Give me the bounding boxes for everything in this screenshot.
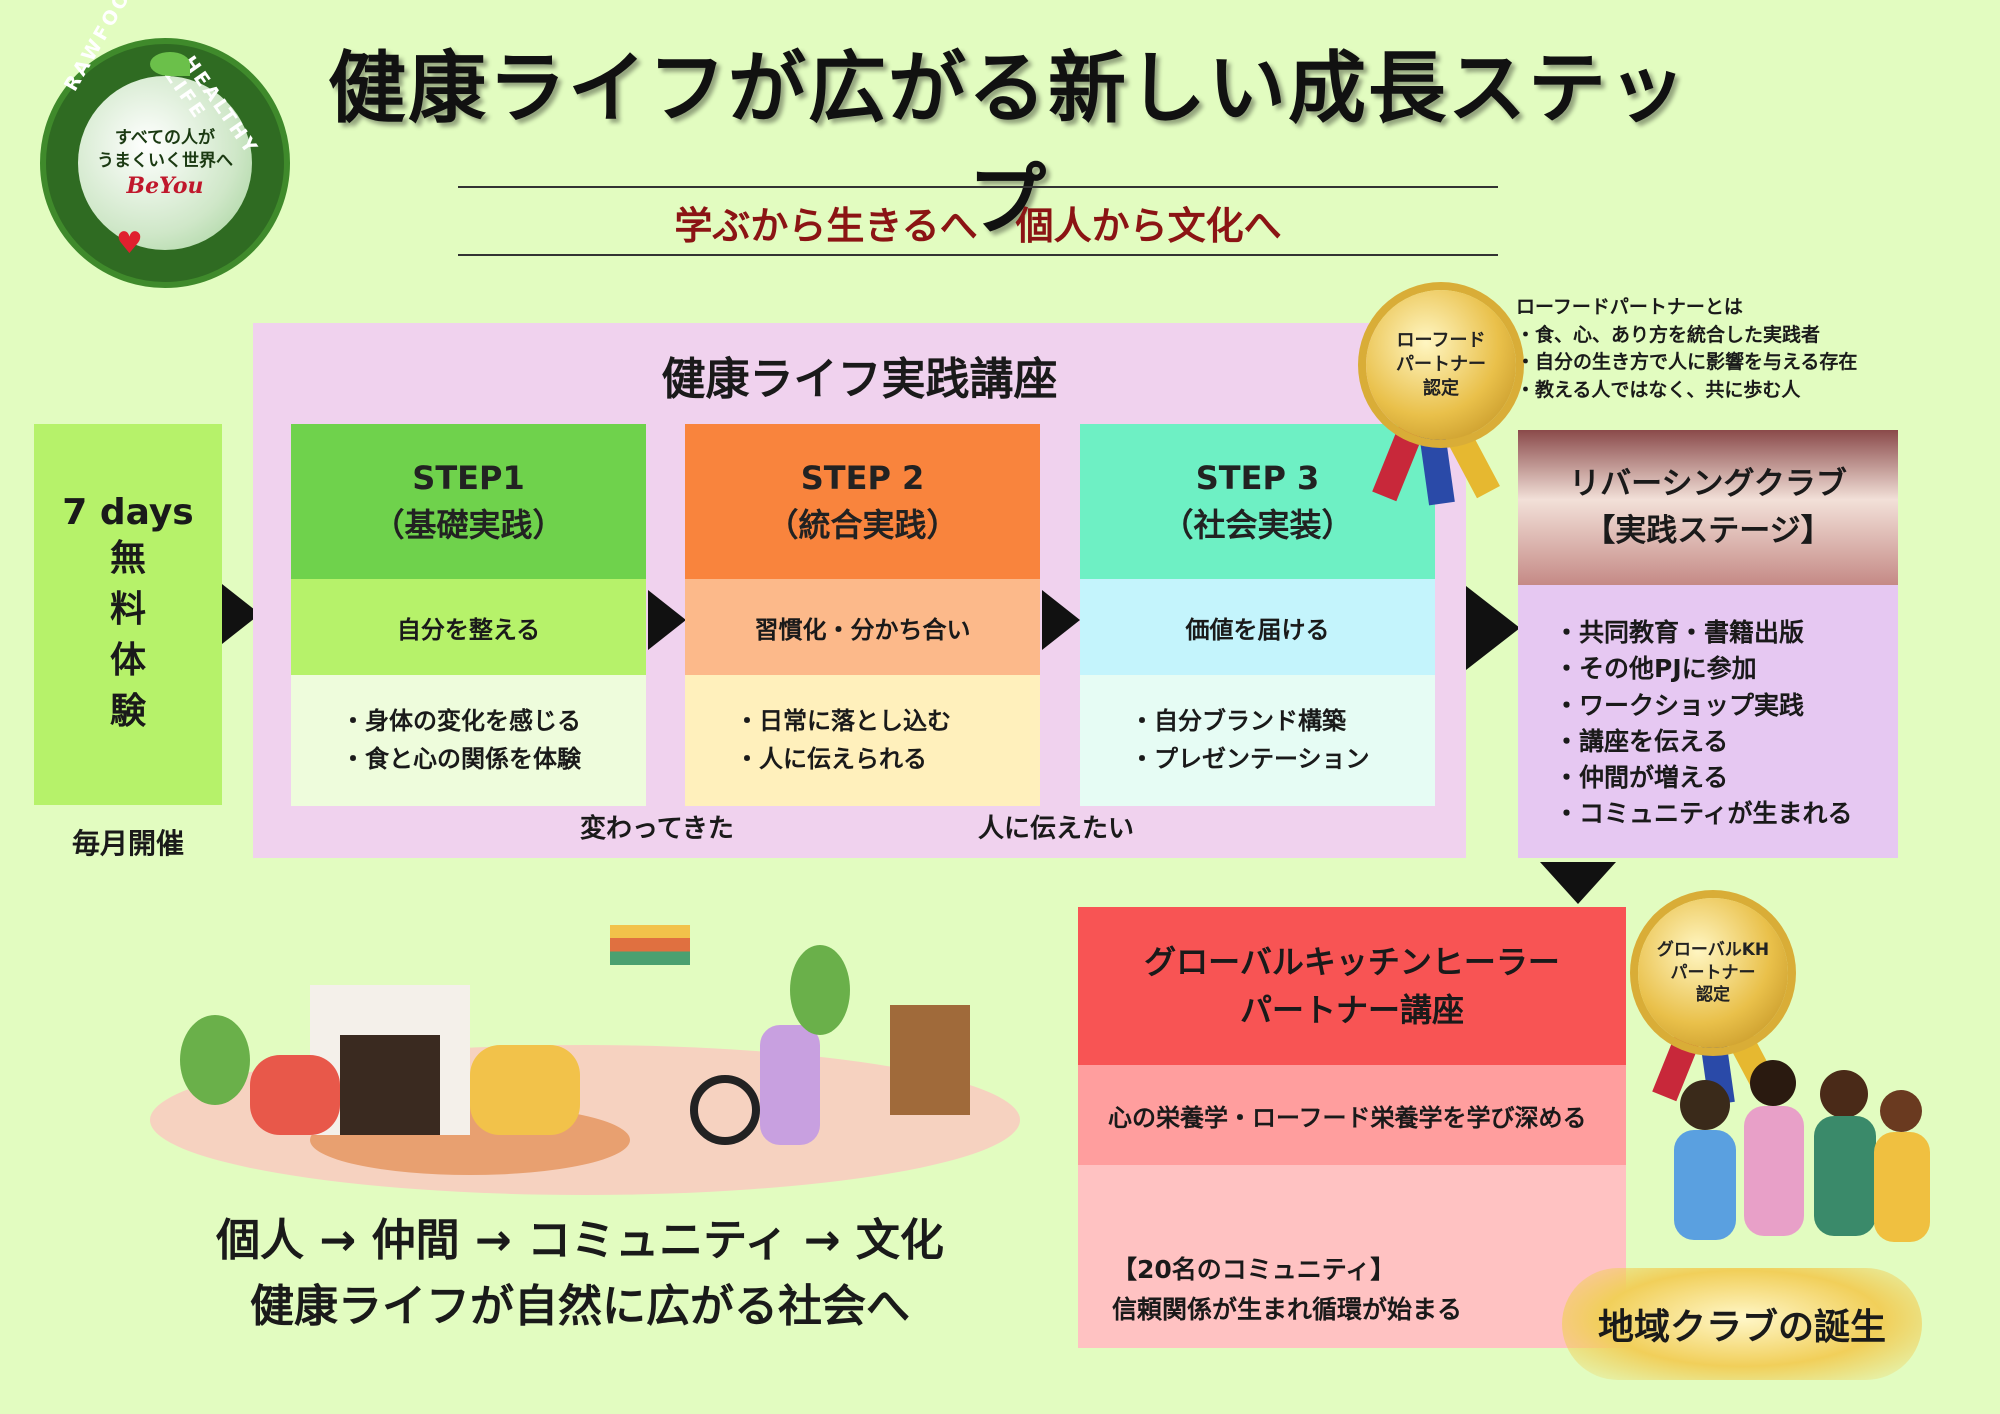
list-item: ・食と心の関係を体験: [341, 744, 581, 773]
medal-line: パートナー: [1670, 962, 1756, 983]
rawfood-partner-medal: ローフード パートナー 認定: [1366, 290, 1516, 440]
heart-icon: ♥: [116, 226, 143, 261]
global-course-title: グローバルキッチンヒーラー: [1144, 943, 1560, 981]
global-course-header: グローバルキッチンヒーラー パートナー講座: [1078, 907, 1626, 1065]
list-item: ・人に伝えられる: [735, 744, 927, 773]
list-item: ・身体の変化を感じる: [341, 707, 581, 736]
club-header: リバーシングクラブ 【実践ステージ】: [1518, 430, 1898, 585]
free-trial-days: 7 days: [62, 491, 194, 533]
community-living-room-illustration: [150, 905, 1020, 1195]
list-item: ・講座を伝える: [1554, 726, 1729, 756]
medal-line: パートナー: [1396, 353, 1486, 375]
slogan-line-1: 個人 → 仲間 → コミュニティ → 文化: [216, 1215, 944, 1266]
arrow-right-icon: [1042, 590, 1080, 650]
list-item: ・プレゼンテーション: [1130, 744, 1370, 773]
page-title: 健康ライフが広がる新しい成長ステップ: [327, 44, 1688, 246]
logo-globe: すべての人が うまくいく世界へ BeYou: [78, 76, 252, 250]
free-trial-char: 験: [109, 691, 146, 733]
step1-sub: （基礎実践）: [372, 505, 565, 544]
medal-line: 認定: [1696, 985, 1730, 1006]
course-title: 健康ライフ実践講座: [661, 354, 1058, 405]
course-note-left: 変わってきた: [580, 814, 734, 844]
page-subtitle: 学ぶから生きるへ 個人から文化へ: [674, 203, 1282, 248]
free-trial-char: 料: [109, 588, 146, 630]
list-item: ・コミュニティが生まれる: [1554, 799, 1853, 829]
club-title: リバーシングクラブ: [1569, 466, 1847, 502]
step3-list: ・自分ブランド構築 ・プレゼンテーション: [1080, 675, 1435, 806]
partner-description-title: ローフードパートナーとは: [1516, 296, 1743, 318]
list-item: ・日常に落とし込む: [735, 707, 951, 736]
community-desc: 信頼関係が生まれ循環が始まる: [1112, 1295, 1463, 1324]
medal-line: ローフード: [1396, 329, 1486, 351]
global-course-sub: パートナー講座: [1239, 991, 1464, 1029]
step2-header: STEP 2 （統合実践）: [685, 424, 1040, 579]
partner-description: ローフードパートナーとは ・食、心、あり方を統合した実践者 ・自分の生き方で人に…: [1516, 294, 1986, 404]
title-rule-bottom: [458, 254, 1498, 256]
list-item: ・共同教育・書籍出版: [1554, 618, 1805, 647]
global-partner-medal: グローバルKH パートナー 認定: [1638, 898, 1788, 1048]
logo-tagline-1: すべての人が: [114, 128, 216, 149]
logo-ring-left: RAWFOOD: [60, 0, 145, 95]
step3-header: STEP 3 （社会実装）: [1080, 424, 1435, 579]
title-rule-top: [458, 186, 1498, 188]
step1-list: ・身体の変化を感じる ・食と心の関係を体験: [291, 675, 646, 806]
arrow-right-icon: [1466, 586, 1520, 670]
free-trial-box: 7 days 無 料 体 験: [34, 424, 222, 805]
arrow-down-icon: [1540, 862, 1616, 904]
step3-sub: （社会実装）: [1161, 505, 1354, 544]
list-item: ・その他PJに参加: [1554, 654, 1757, 684]
slogan: 個人 → 仲間 → コミュニティ → 文化 健康ライフが自然に広がる社会へ: [140, 1208, 1020, 1340]
medal-line: 認定: [1423, 378, 1459, 400]
list-item: ・仲間が増える: [1554, 763, 1729, 792]
step1-header: STEP1 （基礎実践）: [291, 424, 646, 579]
monthly-label: 毎月開催: [71, 827, 184, 860]
list-item: ・自分ブランド構築: [1130, 707, 1346, 736]
step1-theme: 自分を整える: [291, 579, 646, 675]
course-note-right: 人に伝えたい: [978, 814, 1135, 844]
club-stage: 【実践ステージ】: [1584, 512, 1832, 549]
global-course-mid-text: 心の栄養学・ローフード栄養学を学び深める: [1108, 1103, 1587, 1132]
step2-name: STEP 2: [800, 459, 925, 498]
medal-line: グローバルKH: [1656, 939, 1770, 960]
free-trial-char: 体: [109, 640, 146, 681]
global-course-low-text: 【20名のコミュニティ】 信頼関係が生まれ循環が始まる: [1112, 1250, 1462, 1330]
list-item: ・自分の生き方で人に影響を与える存在: [1516, 351, 1858, 374]
logo-brand: BeYou: [126, 172, 204, 199]
step1-name: STEP1: [412, 459, 525, 498]
list-item: ・教える人ではなく、共に歩む人: [1516, 378, 1801, 401]
step2-theme: 習慣化・分かち合い: [685, 579, 1040, 675]
list-item: ・ワークショップ実践: [1554, 690, 1805, 720]
logo-tagline-2: うまくいく世界へ: [97, 151, 233, 171]
step2-sub: （統合実践）: [766, 505, 959, 544]
global-course-low: [1078, 1165, 1626, 1348]
free-trial-char: 無: [109, 537, 146, 579]
step3-name: STEP 3: [1195, 459, 1320, 498]
step3-theme: 価値を届ける: [1080, 579, 1435, 675]
region-club-badge: 地域クラブの誕生: [1562, 1268, 1922, 1380]
step2-list: ・日常に落とし込む ・人に伝えられる: [685, 675, 1040, 806]
leaf-icon: [150, 52, 190, 76]
people-high-five-illustration: [1660, 1050, 1950, 1280]
list-item: ・食、心、あり方を統合した実践者: [1516, 323, 1821, 346]
community-label: 【20名のコミュニティ】: [1112, 1255, 1396, 1284]
global-course-mid: [1078, 1065, 1626, 1165]
logo: すべての人が うまくいく世界へ BeYou RAWFOOD HEALTHY LI…: [40, 0, 290, 288]
slogan-line-2: 健康ライフが自然に広がる社会へ: [250, 1281, 910, 1332]
arrow-right-icon: [648, 590, 686, 650]
club-list: ・共同教育・書籍出版 ・その他PJに参加 ・ワークショップ実践 ・講座を伝える …: [1518, 585, 1898, 858]
